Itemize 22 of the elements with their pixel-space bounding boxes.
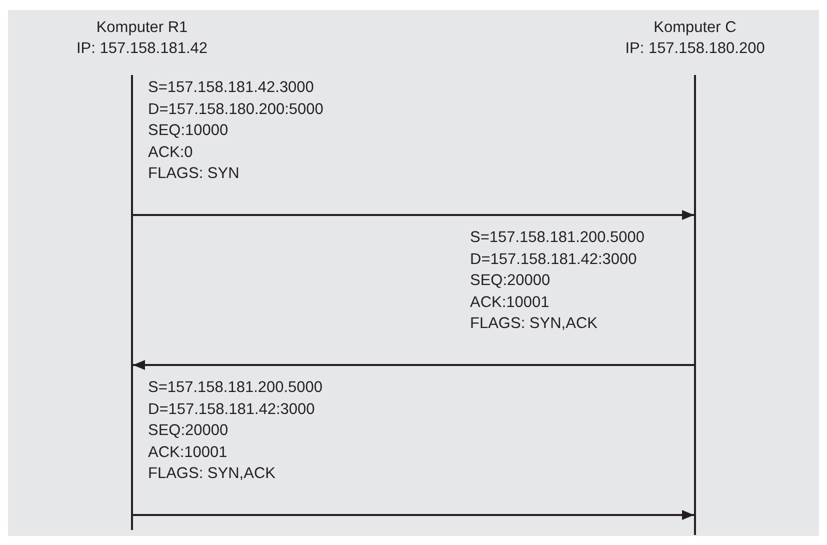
- packet-field: SEQ:20000: [148, 420, 228, 441]
- participant-label: IP: 157.158.181.42: [75, 39, 208, 59]
- packet-field: S=157.158.181.42.3000: [148, 77, 314, 98]
- packet-field: SEQ:20000: [470, 270, 550, 291]
- participant-label: IP: 157.158.180.200: [624, 39, 766, 59]
- message-arrow: [133, 360, 694, 370]
- packet-field: FLAGS: SYN: [148, 163, 240, 184]
- participant-label: Komputer R1: [95, 18, 189, 38]
- packet-field: SEQ:10000: [148, 120, 228, 141]
- packet-field: ACK:10001: [470, 292, 550, 312]
- packet-field: ACK:0: [148, 142, 193, 162]
- packet-field: D=157.158.180.200:5000: [148, 98, 324, 120]
- packet-field: FLAGS: SYN,ACK: [470, 313, 598, 334]
- message-arrow: [133, 510, 694, 520]
- packet-field: S=157.158.181.200.5000: [470, 227, 645, 248]
- packet-field: D=157.158.181.42:3000: [148, 398, 315, 420]
- message-arrow: [133, 210, 694, 220]
- packet-field: D=157.158.181.42:3000: [470, 248, 637, 270]
- packet-field: S=157.158.181.200.5000: [148, 377, 323, 398]
- packet-field: ACK:10001: [148, 442, 228, 462]
- packet-field: FLAGS: SYN,ACK: [148, 463, 276, 484]
- participant-label: Komputer C: [652, 18, 738, 38]
